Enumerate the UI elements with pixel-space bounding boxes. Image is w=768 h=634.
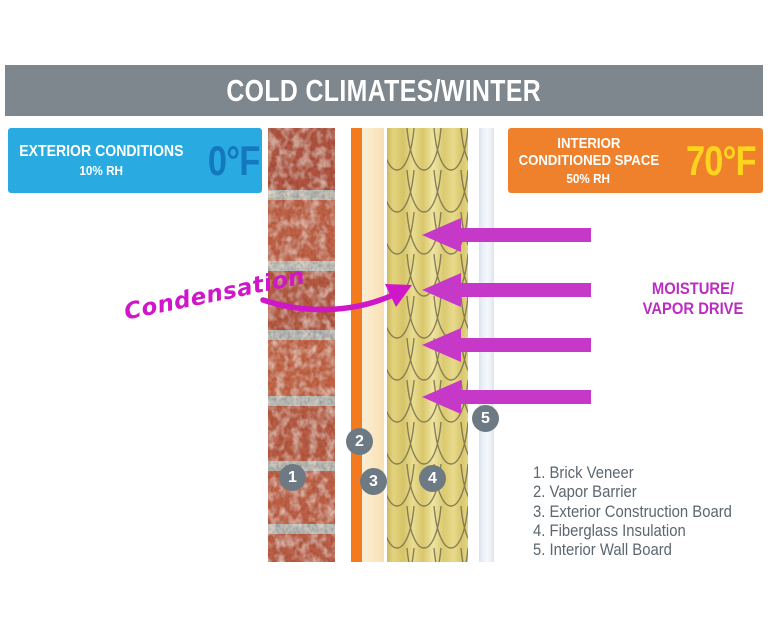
interior-humidity: 50% RH — [566, 171, 611, 186]
exterior-title: EXTERIOR CONDITIONS — [19, 143, 184, 160]
moisture-label-line1: MOISTURE/ — [651, 279, 735, 298]
legend-item-exterior-construction-board: 3. Exterior Construction Board — [533, 502, 732, 521]
legend-item-brick-veneer: 1. Brick Veneer — [533, 464, 634, 482]
layer-interior-wall-board — [479, 128, 494, 562]
legend-item-fiberglass-insulation: 4. Fiberglass Insulation — [533, 521, 686, 540]
legend: 1. Brick Veneer 2. Vapor Barrier 3. Exte… — [533, 464, 732, 560]
exterior-panel-text: EXTERIOR CONDITIONS 10% RH — [8, 143, 195, 178]
interior-title-line2: CONDITIONED SPACE — [518, 152, 659, 169]
legend-item-vapor-barrier: 2. Vapor Barrier — [533, 483, 637, 502]
layer-exterior-construction-board — [362, 128, 384, 562]
exterior-humidity: 10% RH — [79, 163, 124, 178]
brick-texture — [268, 128, 335, 562]
layer-brick-veneer — [268, 128, 335, 562]
layer-fiberglass-insulation — [387, 128, 468, 562]
exterior-conditions-panel: EXTERIOR CONDITIONS 10% RH 0°F — [8, 128, 262, 193]
marker-fiberglass-insulation: 4 — [419, 465, 446, 492]
interior-title-line1: INTERIOR — [556, 135, 620, 152]
marker-brick-veneer: 1 — [279, 464, 306, 491]
interior-conditions-panel: INTERIOR CONDITIONED SPACE 50% RH 70°F — [508, 128, 763, 193]
moisture-vapor-drive-label: MOISTURE/ VAPOR DRIVE — [619, 279, 767, 319]
page-title: COLD CLIMATES/WINTER — [226, 72, 542, 108]
interior-temperature: 70°F — [685, 136, 757, 184]
exterior-temperature: 0°F — [207, 136, 260, 184]
moisture-label-line2: VAPOR DRIVE — [642, 299, 744, 318]
interior-panel-text: INTERIOR CONDITIONED SPACE 50% RH — [508, 135, 669, 186]
marker-exterior-construction-board: 3 — [360, 468, 387, 495]
marker-vapor-barrier: 2 — [346, 428, 373, 455]
title-bar: COLD CLIMATES/WINTER — [5, 65, 763, 116]
insulation-texture — [387, 128, 468, 562]
layer-vapor-barrier — [351, 128, 362, 562]
marker-interior-wall-board: 5 — [472, 405, 499, 432]
legend-item-interior-wall-board: 5. Interior Wall Board — [533, 541, 672, 560]
